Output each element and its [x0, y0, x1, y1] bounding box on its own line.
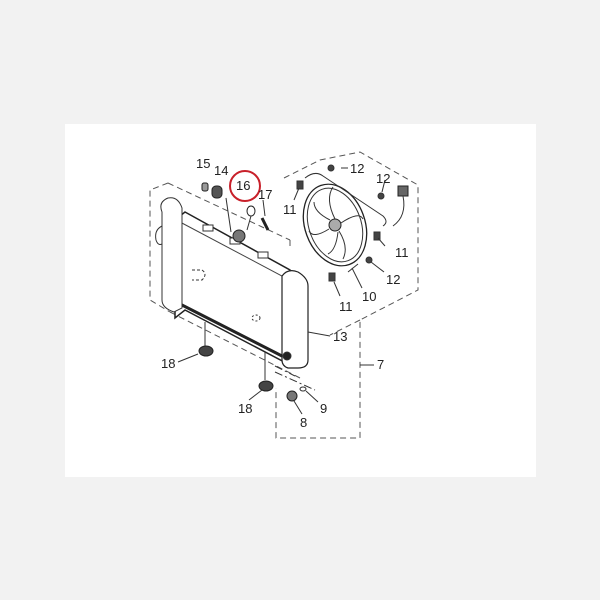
callout-16: 16 — [236, 178, 251, 193]
callout-11: 11 — [283, 202, 297, 217]
callout-12: 12 — [386, 272, 401, 287]
mount-hardware-icons — [201, 182, 270, 243]
callout-14: 14 — [214, 163, 229, 178]
callout-12: 12 — [350, 161, 365, 176]
callout-9: 9 — [320, 401, 328, 416]
cooling-fan-icon — [296, 164, 409, 282]
fan-dashed-boundary — [275, 151, 419, 439]
callout-8: 8 — [300, 415, 308, 430]
callout-13: 13 — [333, 329, 348, 344]
left-dashed-boundary — [149, 182, 301, 379]
callout-17: 17 — [258, 187, 273, 202]
highlight-circle-part-16 — [229, 170, 261, 202]
callout-11: 11 — [395, 245, 409, 260]
callout-11: 11 — [339, 299, 353, 314]
callout-18: 18 — [238, 401, 253, 416]
callout-15: 15 — [196, 156, 211, 171]
callout-10: 10 — [362, 289, 377, 304]
callout-7: 7 — [377, 357, 385, 372]
callout-18: 18 — [161, 356, 176, 371]
callout-12: 12 — [376, 171, 391, 186]
radiator-core-icon — [155, 197, 309, 369]
leader-lines — [177, 167, 386, 415]
mount-feet-icons — [198, 322, 316, 402]
